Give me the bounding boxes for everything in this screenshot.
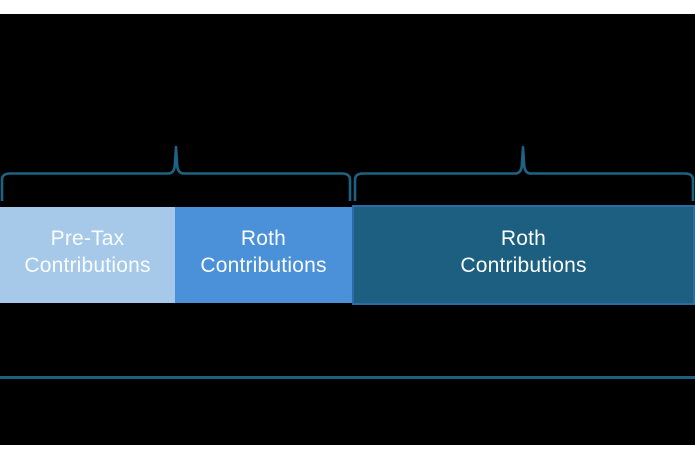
segment-label: Roth Contributions: [460, 225, 586, 286]
right-curly-brace: [353, 145, 695, 201]
segment-label-line2: Contributions: [200, 253, 327, 277]
segment-label-line1: Roth: [500, 226, 547, 250]
segment-label: Pre-Tax Contributions: [24, 225, 150, 286]
left-curly-brace-path: [0, 145, 352, 201]
segment-roth-contributions-left: Roth Contributions: [175, 207, 352, 303]
segment-label-line1: Pre-Tax: [50, 226, 125, 250]
contributions-bar: Pre-Tax Contributions Roth Contributions…: [0, 205, 695, 305]
segment-roth-contributions-right: Roth Contributions: [352, 205, 695, 305]
divider-line: [0, 376, 695, 379]
segment-label-line2: Contributions: [24, 253, 151, 277]
left-curly-brace: [0, 145, 352, 201]
segment-label-line1: Roth: [240, 226, 287, 250]
diagram-canvas: Pre-Tax Contributions Roth Contributions…: [0, 14, 695, 445]
segment-pretax-contributions: Pre-Tax Contributions: [0, 207, 175, 303]
segment-label: Roth Contributions: [200, 225, 326, 286]
right-curly-brace-path: [353, 145, 695, 201]
segment-label-line2: Contributions: [460, 253, 587, 277]
